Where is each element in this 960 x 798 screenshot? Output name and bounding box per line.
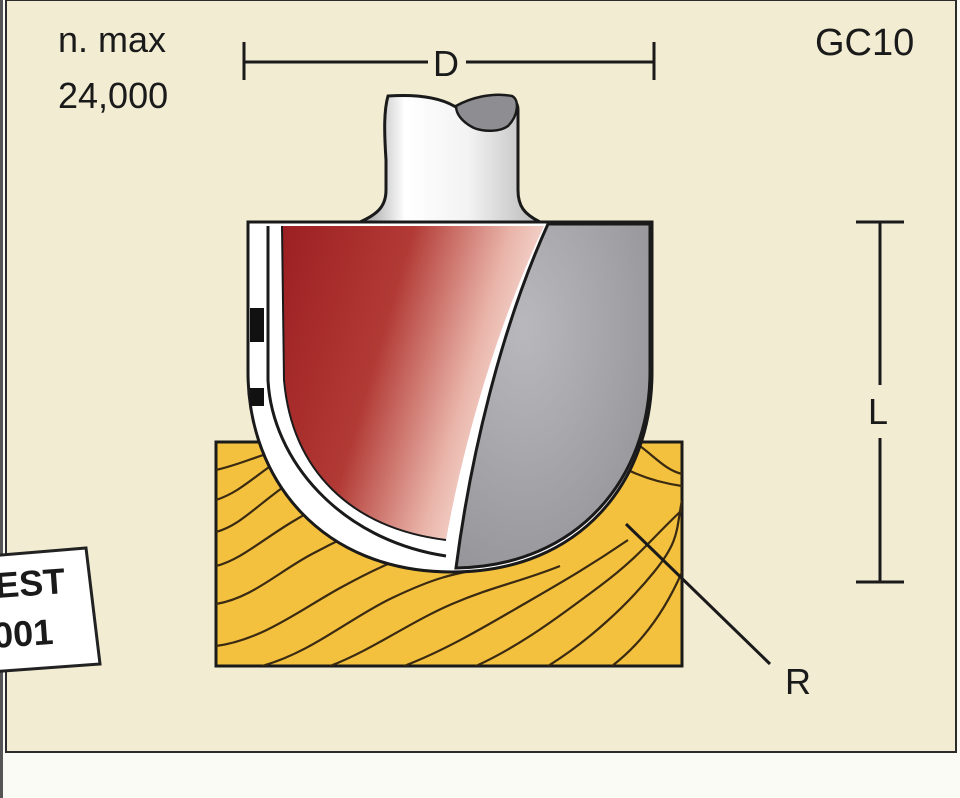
router-bit [246,93,654,574]
shank-end-face [454,93,519,132]
stamp-label: EST 001 [0,546,102,673]
cutting-face [282,226,544,540]
cutting-edge-inner [281,225,447,541]
radius-label: R [785,661,811,702]
cutting-edge [266,226,447,558]
length-dimension: L [856,220,904,584]
stamp-line2: 001 [0,611,54,656]
diameter-label: D [433,43,459,84]
stamp-line1: EST [0,560,66,606]
length-label: L [868,391,888,432]
speed-value: 24,000 [58,75,168,116]
diameter-dimension: D [242,42,656,84]
flute-mark [250,388,264,406]
radius-callout: R [624,522,811,702]
flute-mark [250,308,264,342]
product-code: GC10 [815,22,914,64]
speed-label: n. max [58,19,166,60]
body-gray-face [454,222,652,570]
